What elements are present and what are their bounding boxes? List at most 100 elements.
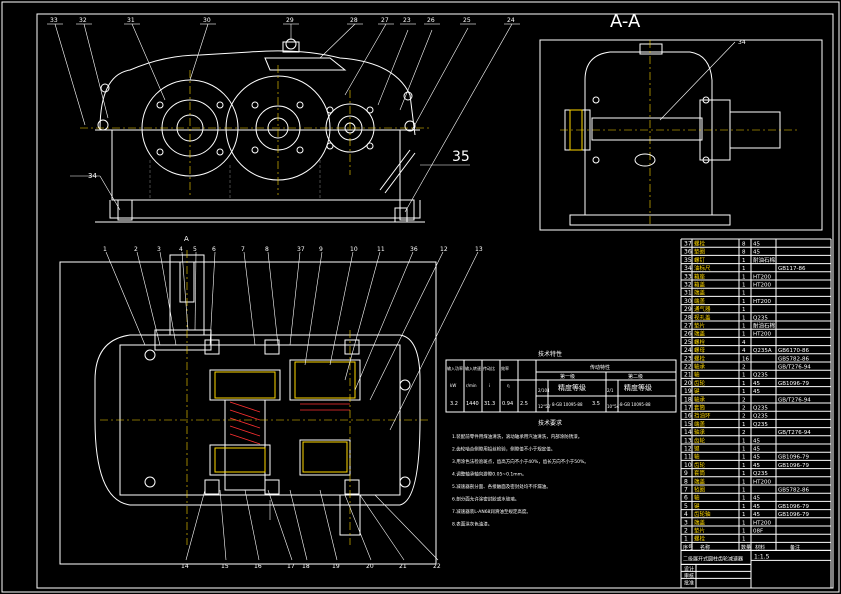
bom-std: GB1096-79 (778, 381, 810, 387)
drawing-name: 二级展开式圆柱齿轮减速器 (683, 555, 743, 562)
bom-mat: 45 (753, 455, 760, 461)
tech-stage1-beta: 12°50′ (538, 404, 551, 409)
bom-name: 套筒 (694, 404, 706, 412)
bom-qty: 1 (742, 332, 746, 338)
tech-unit-eta: η (507, 383, 510, 388)
bom-mat: HT200 (753, 520, 771, 526)
bom-no: 25 (684, 339, 692, 346)
bom-name: 螺栓 (694, 338, 706, 346)
tech-value-speed: 1440 (466, 401, 479, 407)
bom-std: GB/T276-94 (778, 365, 811, 371)
requirement-line: 4.调整轴承轴向游隙0.05~0.1mm。 (452, 471, 527, 478)
bom-no: 22 (684, 364, 692, 371)
bom-mat: 45 (753, 438, 760, 444)
bom-name: 齿轮 (694, 461, 706, 469)
bom-qty: 8 (742, 250, 746, 256)
balloon-16: 16 (254, 563, 262, 570)
balloon-20: 20 (366, 563, 374, 570)
title-block-role: 批准 (684, 579, 694, 586)
bom-no: 21 (684, 372, 692, 379)
dimension-35: 35 (452, 149, 470, 165)
bom-mat: 45 (753, 389, 760, 395)
bom-name: 箱盖 (694, 281, 706, 289)
bom-qty: 8 (742, 242, 746, 248)
tech-stage2-grade: 精度等级 (624, 383, 652, 392)
tech-stage1-mn: 2.5 (520, 401, 528, 407)
tech-stage2-mn: 3.5 (592, 401, 600, 407)
section-view-title: A-A (610, 11, 641, 32)
bom-std: GB1096-79 (778, 512, 810, 518)
bom-qty: 1 (742, 266, 746, 272)
balloon-23: 23 (403, 17, 411, 24)
balloon-29: 29 (286, 17, 294, 24)
bom-no: 23 (684, 355, 692, 362)
bom-qty: 1 (742, 389, 746, 395)
bom-mat: HT200 (753, 274, 771, 280)
tech-header-transmission: 传动特性 (590, 364, 610, 371)
bom-qty: 4 (742, 340, 746, 346)
bom-qty: 1 (742, 274, 746, 280)
tech-stage2-label: 第二级 (628, 373, 643, 380)
bom-std: GB/T276-94 (778, 430, 811, 436)
tech-stage2-std: 8-GB 10095-88 (620, 402, 651, 407)
bom-qty: 1 (742, 438, 746, 444)
balloon-12: 12 (440, 246, 448, 253)
tech-unit-kw: kW (450, 383, 456, 388)
bom-no: 6 (684, 495, 688, 502)
bom-name: 端盖 (694, 518, 706, 526)
bom-std: GB117-86 (778, 266, 806, 272)
bom-name: 螺钉 (694, 256, 706, 264)
bom-mat: Q235A (753, 348, 772, 354)
balloon-15: 15 (221, 563, 229, 570)
inner-border (36, 13, 834, 589)
bom-name: 轴 (694, 371, 700, 379)
balloon-4: 4 (179, 246, 183, 253)
balloon-31: 31 (127, 17, 135, 24)
bom-no: 37 (684, 241, 692, 248)
balloon-14: 14 (181, 563, 189, 570)
bom-no: 7 (684, 487, 688, 494)
bom-mat: 45 (753, 463, 760, 469)
bom-no: 27 (684, 323, 692, 330)
bom-qty: 1 (742, 496, 746, 502)
bom-header-cell: 备注 (790, 544, 800, 551)
balloon-21: 21 (399, 563, 407, 570)
bom-name: 端盖 (694, 289, 706, 297)
tech-header-power: 输入功率 (447, 365, 463, 371)
tech-header-ratio: 传动比 (483, 365, 495, 371)
balloon-6: 6 (212, 246, 216, 253)
bom-name: 轴承 (694, 428, 706, 436)
bom-qty: 4 (742, 348, 746, 354)
bom-name: 齿轮轴 (694, 510, 711, 518)
balloon-32: 32 (79, 17, 87, 24)
bom-header-cell: 数量 (741, 544, 751, 551)
bom-no: 36 (684, 249, 692, 256)
bom-std: GB1096-79 (778, 463, 810, 469)
bom-std: GB/T276-94 (778, 397, 811, 403)
bom-header-cell: 序号 (683, 544, 693, 551)
title-block-role: 设计 (684, 565, 694, 572)
bom-name: 端盖 (694, 477, 706, 485)
bom-name: 套筒 (694, 469, 706, 477)
bom-no: 20 (684, 380, 692, 387)
balloon-1: 1 (103, 246, 107, 253)
bom-mat: 08F (753, 529, 763, 535)
bom-mat: 45 (753, 381, 760, 387)
bom-name: 螺栓 (694, 240, 706, 248)
bom-no: 19 (684, 388, 692, 395)
bom-name: 垫圈 (694, 248, 706, 256)
tech-unit-rpm: r/min (466, 383, 477, 388)
bom-mat: Q235 (753, 315, 768, 321)
bom-no: 15 (684, 421, 692, 428)
plan-view (59, 250, 479, 565)
bom-name: 键 (694, 502, 700, 510)
bom-mat: HT200 (753, 479, 771, 485)
bom-mat: 45 (753, 250, 760, 256)
bom-mat: HT200 (753, 299, 771, 305)
bom-no: 2 (684, 528, 688, 535)
bom-name: 挡油环 (694, 412, 711, 420)
requirement-line: 1.装配前零件用煤油清洗，滚动轴承用汽油清洗，内部涂防锈漆。 (452, 433, 582, 440)
